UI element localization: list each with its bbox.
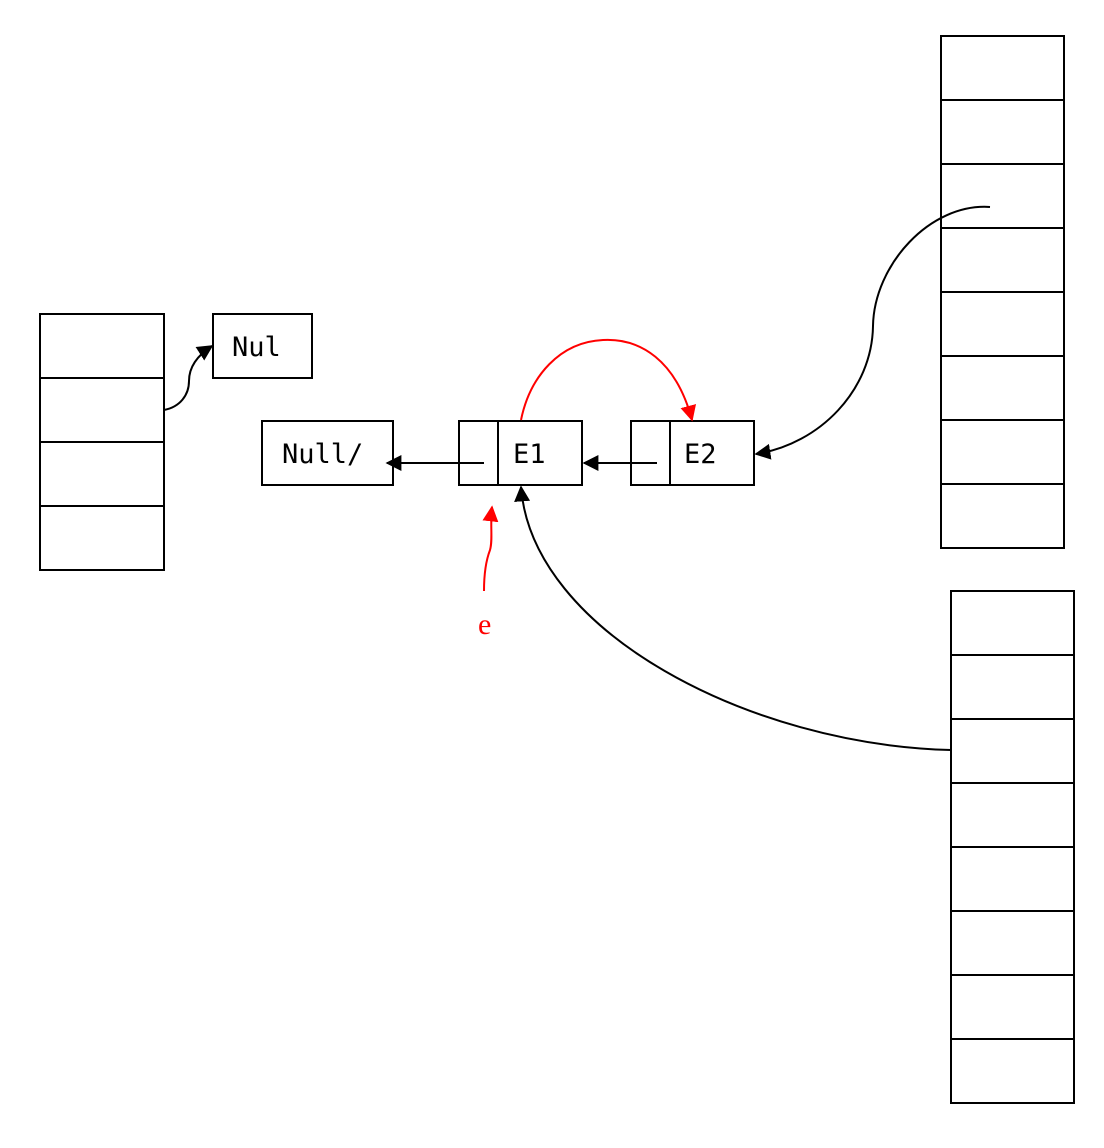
bottom-right-slot-1 — [950, 590, 1075, 656]
top-right-slot-7 — [940, 419, 1065, 485]
top-right-slot-2 — [940, 99, 1065, 165]
bottom-right-slot-6 — [950, 910, 1075, 976]
red-pointer-arrow-to-e1 — [482, 505, 499, 592]
e1-node-label: E1 — [513, 439, 546, 470]
top-right-slot-4 — [940, 227, 1065, 293]
left-table-slot-1 — [39, 313, 165, 379]
red-arrow-e1-to-e2 — [520, 338, 697, 422]
top-right-slot-3 — [940, 163, 1065, 229]
e2-node-label: E2 — [684, 439, 717, 470]
arrow-left-slot-to-nul — [163, 345, 214, 411]
e2-node: E2 — [630, 420, 755, 486]
bottom-right-slot-8 — [950, 1038, 1075, 1104]
null-node: Null/ — [261, 420, 394, 486]
arrow-top-table-to-e2 — [754, 205, 991, 460]
top-right-slot-8 — [940, 483, 1065, 549]
bottom-right-slot-7 — [950, 974, 1075, 1040]
nul-node: Nul — [212, 313, 313, 379]
bottom-right-bucket-table — [950, 590, 1075, 1104]
top-right-bucket-table — [940, 35, 1065, 549]
pointer-label-e: e — [478, 608, 491, 641]
bottom-right-slot-4 — [950, 782, 1075, 848]
bottom-right-slot-2 — [950, 654, 1075, 720]
left-table-slot-3 — [39, 441, 165, 507]
top-right-slot-1 — [940, 35, 1065, 101]
top-right-slot-5 — [940, 291, 1065, 357]
left-table-slot-2 — [39, 377, 165, 443]
left-bucket-table — [39, 313, 165, 571]
bottom-right-slot-5 — [950, 846, 1075, 912]
null-node-label: Null/ — [282, 439, 363, 470]
left-table-slot-4 — [39, 505, 165, 571]
e1-node: E1 — [458, 420, 583, 486]
nul-node-label: Nul — [232, 332, 281, 363]
bottom-right-slot-3 — [950, 718, 1075, 784]
arrow-bottom-table-to-e1 — [514, 485, 952, 751]
top-right-slot-6 — [940, 355, 1065, 421]
